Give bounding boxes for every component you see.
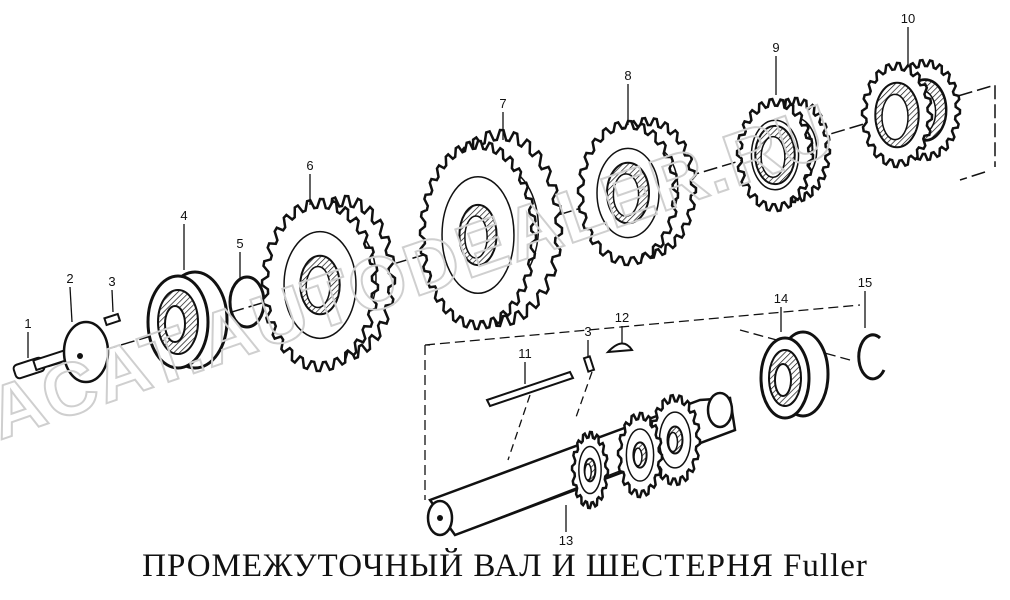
callout-5: 5 [236, 236, 243, 251]
callout-6: 6 [306, 158, 313, 173]
gear-8 [576, 119, 680, 267]
callout-2: 2 [66, 271, 73, 286]
callout-3: 3 [108, 274, 115, 289]
retaining-ring-part [857, 333, 886, 381]
callout-1: 1 [24, 316, 31, 331]
shaft-gear-mid [616, 411, 664, 499]
key-part [485, 370, 575, 408]
leader-line [69, 286, 73, 323]
woodruff-key-part [605, 342, 634, 354]
gear-9 [735, 97, 815, 213]
shaft-gear-large [648, 393, 702, 487]
end-cap-part [62, 320, 110, 384]
diagram-caption: ПРОМЕЖУТОЧНЫЙ ВАЛ И ШЕСТЕРНЯ Fuller [142, 548, 868, 584]
callout-4: 4 [180, 208, 187, 223]
dowel-pin-part [103, 312, 122, 327]
callout-9: 9 [772, 40, 779, 55]
callout-15: 15 [858, 275, 872, 290]
shaft-gear-small [570, 430, 610, 510]
callout-8: 8 [624, 68, 631, 83]
callout-11: 11 [518, 346, 532, 361]
gear-7 [418, 139, 538, 331]
lower-pin-part [582, 355, 596, 373]
shaft-gears [570, 393, 702, 510]
roller-bearing-part [146, 270, 229, 370]
gear-6-face [260, 197, 380, 373]
lower-axis-frame [424, 304, 861, 500]
callout-7: 7 [499, 96, 506, 111]
leader-line [111, 289, 114, 313]
callout-13: 13 [559, 533, 573, 548]
gear-10 [860, 61, 934, 169]
ball-bearing-part [759, 330, 830, 420]
callout-3: 3 [584, 324, 591, 339]
callout-12: 12 [615, 310, 629, 325]
callout-10: 10 [901, 11, 915, 26]
callout-14: 14 [774, 291, 788, 306]
gear-set [260, 58, 962, 373]
